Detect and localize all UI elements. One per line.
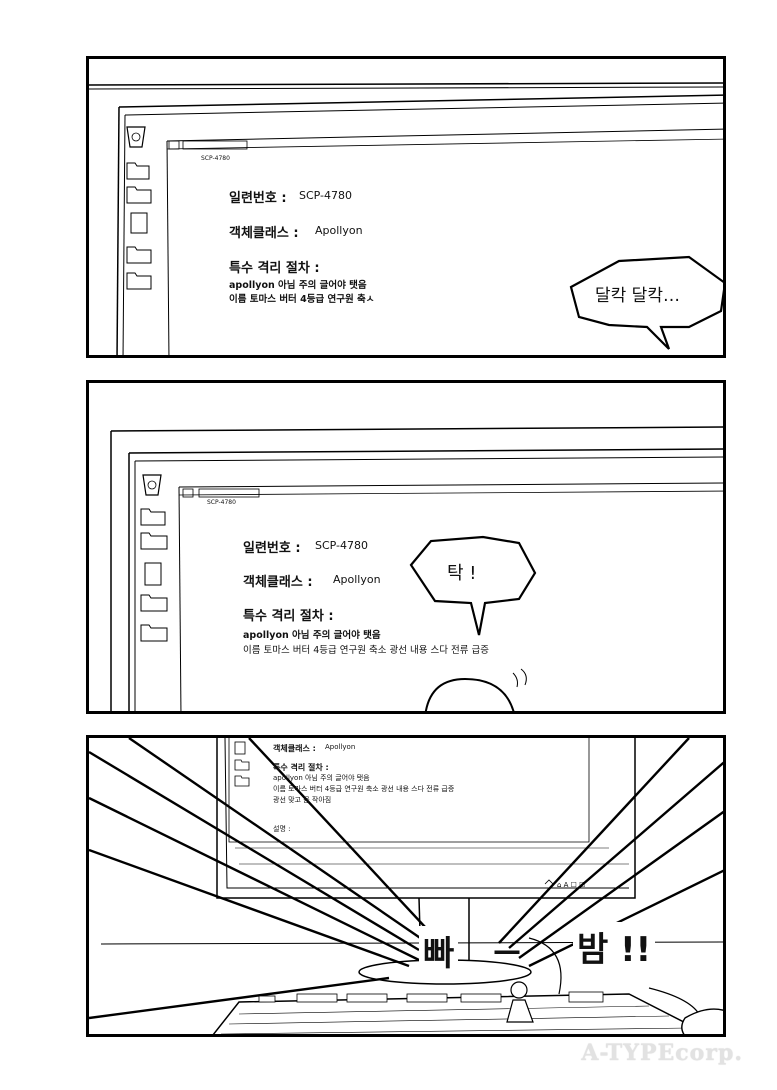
comic-panel-2: SCP-4780 일련번호 : SCP-4780 객체클래스 : Apollyo… bbox=[86, 380, 726, 714]
desktop-icons bbox=[140, 474, 537, 642]
class-value: Apollyon bbox=[325, 743, 356, 751]
sfx-text-right: 밤 !! bbox=[573, 922, 656, 971]
monitor-art bbox=[89, 82, 723, 355]
watermark: A-TYPEcorp. bbox=[581, 1040, 743, 1066]
window-tab[interactable]: SCP-4780 bbox=[201, 145, 230, 164]
speech-bubble bbox=[569, 255, 723, 350]
procedure-line-1: apollyon 아님 주의 글어야 탯음 bbox=[273, 774, 370, 782]
folder-icon[interactable] bbox=[126, 272, 152, 290]
procedure-label: 특수 격리 절차 : bbox=[243, 609, 334, 624]
desktop-icons bbox=[126, 126, 723, 350]
serial-label: 일련번호 : bbox=[243, 541, 301, 556]
class-value: Apollyon bbox=[315, 224, 363, 237]
procedure-label: 특수 격리 절차 : bbox=[229, 261, 320, 276]
folder-icon[interactable] bbox=[126, 186, 152, 204]
window-tab-title: SCP-4780 bbox=[207, 499, 236, 506]
folder-icon[interactable] bbox=[140, 508, 166, 526]
serial-label: 일련번호 : bbox=[229, 191, 287, 206]
document-icon[interactable] bbox=[144, 562, 162, 586]
procedure-label: 특수 격리 절차 : bbox=[273, 763, 329, 772]
document-icon[interactable] bbox=[130, 212, 148, 234]
class-label: 객체클래스 : bbox=[243, 575, 313, 590]
procedure-line-1: apollyon 아님 주의 글어야 탯음 bbox=[243, 630, 381, 641]
serial-value: SCP-4780 bbox=[315, 539, 369, 552]
class-label: 객체클래스 : bbox=[229, 226, 299, 241]
description-label: 설명 : bbox=[273, 825, 291, 833]
comic-panel-1: SCP-4780 일련번호 : SCP-4780 객체클래스 : Apollyo… bbox=[86, 56, 726, 358]
folder-icon[interactable] bbox=[140, 624, 168, 642]
svg-text:⌂ A ☐ ☐: ⌂ A ☐ ☐ bbox=[557, 881, 585, 889]
window-tab[interactable]: SCP-4780 bbox=[207, 489, 236, 508]
folder-icon[interactable] bbox=[234, 759, 250, 771]
window-tab-title: SCP-4780 bbox=[201, 155, 230, 162]
sfx-dash: — bbox=[493, 934, 521, 967]
bubble-text: 달칵 달칵… bbox=[595, 286, 680, 306]
taskbar-icons: ⌂ A ☐ ☐ bbox=[544, 879, 585, 889]
desktop-icons bbox=[234, 741, 250, 787]
monitor-speedlines-art: ⌂ A ☐ ☐ bbox=[89, 738, 723, 1034]
folder-icon[interactable] bbox=[140, 532, 168, 550]
class-label: 객체클래스 : bbox=[273, 744, 316, 753]
tiny-character bbox=[506, 981, 534, 1023]
bubble-text: 탁 ! bbox=[447, 563, 477, 584]
procedure-line-1: apollyon 아님 주의 글어야 탯음 bbox=[229, 280, 367, 291]
class-value: Apollyon bbox=[333, 573, 381, 586]
monitor-art bbox=[110, 426, 723, 711]
sfx-text-left: 빠 bbox=[419, 926, 459, 975]
document-icon[interactable] bbox=[234, 741, 246, 755]
procedure-line-2: 이름 토마스 버터 4등급 연구원 축소 광선 내용 스다 전류 급증 bbox=[273, 785, 455, 793]
recycle-bin-icon[interactable] bbox=[142, 474, 162, 496]
procedure-line-2: 이름 토마스 버터 4등급 연구원 축소 광선 내용 스다 전류 급증 bbox=[243, 645, 490, 656]
procedure-line-2: 이름 토마스 버터 4등급 연구원 축ㅅ bbox=[229, 294, 375, 305]
folder-icon[interactable] bbox=[126, 162, 150, 180]
folder-icon[interactable] bbox=[140, 594, 168, 612]
serial-value: SCP-4780 bbox=[299, 189, 353, 202]
comic-panel-3: ⌂ A ☐ ☐ bbox=[86, 735, 726, 1037]
speech-bubble bbox=[409, 535, 537, 636]
folder-icon[interactable] bbox=[234, 775, 250, 787]
folder-icon[interactable] bbox=[126, 246, 152, 264]
recycle-bin-icon[interactable] bbox=[126, 126, 146, 148]
procedure-line-3: 광선 맞고 몸 작아짐 bbox=[273, 796, 332, 804]
